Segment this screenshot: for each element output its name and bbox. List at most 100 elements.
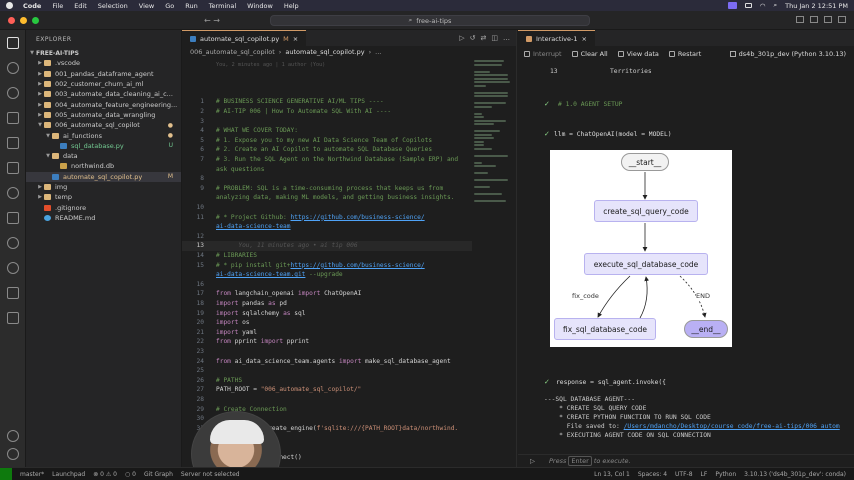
status-language[interactable]: Python xyxy=(715,470,737,478)
more-actions-icon[interactable]: … xyxy=(503,34,510,42)
tree-item[interactable]: ▼data xyxy=(26,151,181,161)
tree-item[interactable]: ▶.vscode xyxy=(26,58,181,68)
docker-icon[interactable] xyxy=(7,312,19,324)
status-ports[interactable]: ○ 0 xyxy=(124,470,136,478)
status-encoding[interactable]: UTF-8 xyxy=(675,470,693,478)
codelens-blame[interactable]: You, 2 minutes ago | 1 author (You) xyxy=(216,61,326,68)
code-line[interactable]: 26# PATHS xyxy=(182,375,472,385)
code-line[interactable]: ask questions xyxy=(182,164,472,174)
code-line[interactable]: 15# * pip install git+https://github.com… xyxy=(182,260,472,270)
breadcrumb-file[interactable]: automate_sql_copilot.py xyxy=(285,47,365,56)
toggle-panel-icon[interactable] xyxy=(810,16,818,23)
search-icon[interactable] xyxy=(7,62,19,74)
tree-item[interactable]: ▶img xyxy=(26,182,181,192)
run-icon[interactable]: ▷ xyxy=(459,34,465,42)
command-center[interactable]: ⌕ free-ai-tips xyxy=(270,15,590,26)
cell-agent-setup[interactable]: # 1.0 AGENT SETUP xyxy=(558,101,623,108)
tree-item[interactable]: README.md xyxy=(26,213,181,223)
minimap[interactable] xyxy=(474,60,510,210)
search-icon[interactable]: ⌕ xyxy=(773,1,778,9)
tree-item[interactable]: ▼FREE-AI-TIPS xyxy=(26,48,181,58)
split-editor-icon[interactable]: ◫ xyxy=(491,34,498,42)
code-line[interactable]: 7# 3. Run the SQL Agent on the Northwind… xyxy=(182,155,472,165)
cell-invoke[interactable]: response = sql_agent.invoke({ xyxy=(556,379,666,386)
jupyter-icon[interactable] xyxy=(7,237,19,249)
code-line[interactable]: 12 xyxy=(182,231,472,241)
compare-icon[interactable]: ⇄ xyxy=(480,34,487,42)
run-debug-icon[interactable] xyxy=(7,112,19,124)
tree-item[interactable]: ▶003_automate_data_cleaning_ai_c... xyxy=(26,89,181,99)
output-file-path-link[interactable]: /Users/mdancho/Desktop/course_code/free-… xyxy=(623,423,840,430)
toggle-secondary-sidebar-icon[interactable] xyxy=(824,16,832,23)
code-line[interactable]: 11# * Project Github: https://github.com… xyxy=(182,212,472,222)
kernel-picker[interactable]: ds4b_301p_dev (Python 3.10.13) xyxy=(729,50,854,58)
menu-view[interactable]: View xyxy=(138,1,155,10)
status-launchpad[interactable]: Launchpad xyxy=(52,470,86,478)
tree-item[interactable]: ▶005_automate_data_wrangling xyxy=(26,110,181,120)
menu-file[interactable]: File xyxy=(52,1,64,10)
minimize-window-button[interactable] xyxy=(20,16,27,24)
breadcrumb-symbol[interactable]: ... xyxy=(375,47,382,56)
code-line[interactable]: 30 xyxy=(182,414,472,424)
explorer-icon[interactable] xyxy=(7,37,19,49)
tree-item[interactable]: ▼006_automate_sql_copilot● xyxy=(26,120,181,130)
close-window-button[interactable] xyxy=(8,16,15,24)
extensions-icon[interactable] xyxy=(7,137,19,149)
restart-button[interactable]: Restart xyxy=(668,50,701,58)
close-icon[interactable]: × xyxy=(292,34,299,43)
data-wrangler-icon[interactable] xyxy=(7,287,19,299)
code-link[interactable]: https://github.com/business-science/ xyxy=(290,261,425,269)
code-line[interactable]: 1# BUSINESS SCIENCE GENERATIVE AI/ML TIP… xyxy=(182,97,472,107)
wifi-icon[interactable]: ◠ xyxy=(759,1,766,10)
source-control-icon[interactable] xyxy=(7,87,19,99)
tree-item[interactable]: ▶001_pandas_dataframe_agent xyxy=(26,69,181,79)
code-line[interactable]: 13 You, 11 minutes ago • ai tip 006 xyxy=(182,241,472,251)
history-icon[interactable]: ↺ xyxy=(469,34,476,42)
code-line[interactable]: 28 xyxy=(182,395,472,405)
code-line[interactable]: 14# LIBRARIES xyxy=(182,251,472,261)
code-line[interactable]: 4# WHAT WE COVER TODAY: xyxy=(182,126,472,136)
code-line[interactable]: 8 xyxy=(182,174,472,184)
code-line[interactable]: 6# 2. Create an AI Copilot to automate S… xyxy=(182,145,472,155)
testing-icon[interactable] xyxy=(7,162,19,174)
tree-item[interactable]: northwind.db xyxy=(26,161,181,171)
manage-gear-icon[interactable] xyxy=(7,448,19,460)
git-graph-icon[interactable] xyxy=(7,262,19,274)
apple-icon[interactable] xyxy=(6,2,13,9)
screen-record-icon[interactable] xyxy=(727,2,737,9)
menu-edit[interactable]: Edit xyxy=(74,1,87,10)
cell-llm[interactable]: llm = ChatOpenAI(model = MODEL) xyxy=(554,131,672,138)
code-line[interactable]: 5# 1. Expose you to my new AI Data Scien… xyxy=(182,135,472,145)
tree-item[interactable]: ▶004_automate_feature_engineering... xyxy=(26,99,181,109)
status-git-graph[interactable]: Git Graph xyxy=(143,470,173,478)
status-spaces[interactable]: Spaces: 4 xyxy=(637,470,668,478)
view-data-button[interactable]: View data xyxy=(617,50,659,58)
tree-item[interactable]: ▶temp xyxy=(26,192,181,202)
status-interpreter[interactable]: 3.10.13 ('ds4b_301p_dev': conda) xyxy=(744,470,846,478)
close-icon[interactable]: × xyxy=(581,34,587,43)
code-link[interactable]: https://github.com/business-science/ xyxy=(290,213,425,221)
code-line[interactable]: ai-data-science-team.git --upgrade xyxy=(182,270,472,280)
status-server[interactable]: Server not selected xyxy=(180,470,240,478)
status-problems[interactable]: ⊗ 0 ⚠ 0 xyxy=(93,470,117,478)
tab-automate-sql-copilot[interactable]: automate_sql_copilot.py M × xyxy=(182,30,307,46)
status-branch[interactable]: master* xyxy=(20,470,45,478)
tree-item[interactable]: ▼ai_functions● xyxy=(26,130,181,140)
code-line[interactable]: 23 xyxy=(182,347,472,357)
interactive-input[interactable]: ▷ Press Enter to execute. xyxy=(518,454,854,467)
code-line[interactable]: 25 xyxy=(182,366,472,376)
code-lines[interactable]: 1# BUSINESS SCIENCE GENERATIVE AI/ML TIP… xyxy=(182,57,516,467)
code-line[interactable]: 29# Create Connection xyxy=(182,404,472,414)
menu-terminal[interactable]: Terminal xyxy=(208,1,237,10)
menu-code[interactable]: Code xyxy=(23,1,42,10)
